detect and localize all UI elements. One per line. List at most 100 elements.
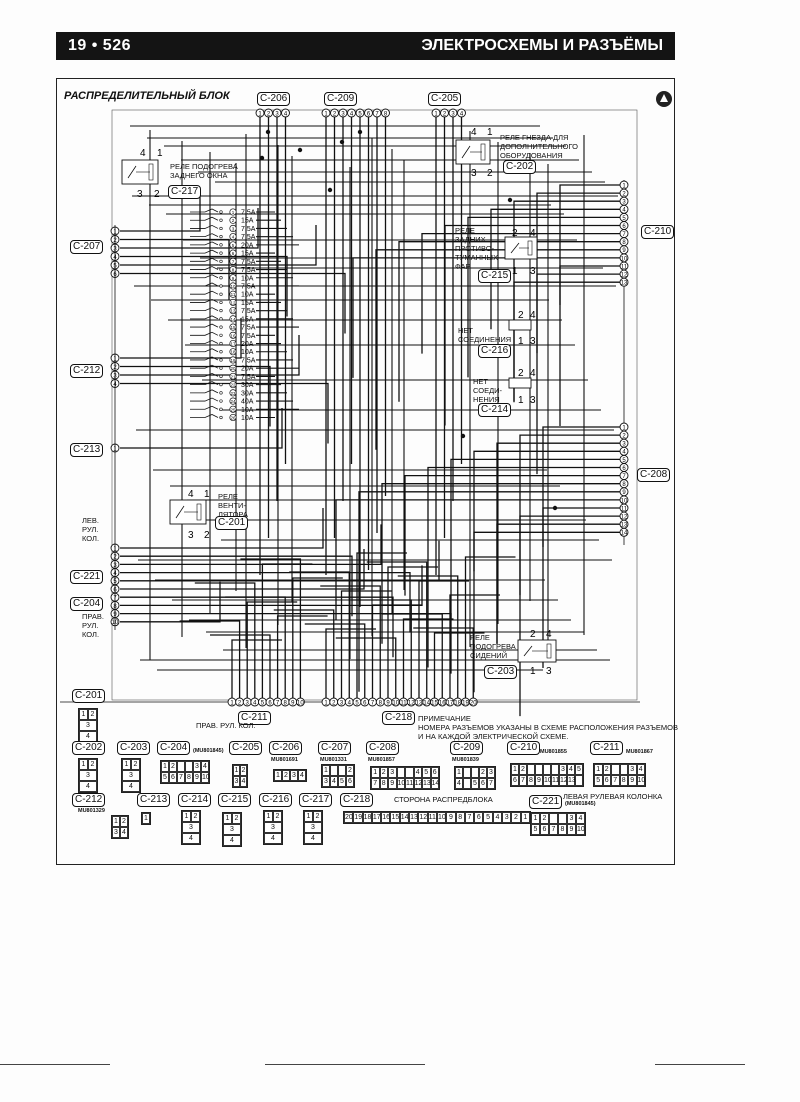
pin-number: 6 [268,700,272,706]
pin-cell: 1 [233,765,240,776]
pin-number: 14 [423,700,430,706]
pin-cell: 2 [240,765,247,776]
pin-number: 3 [275,111,279,117]
fuse-number: 17 [230,342,236,347]
fuse-link [190,389,219,394]
wire [375,249,622,450]
relay-label-c-201: РЕЛЕ [218,492,238,501]
connector-label-c-207: C-207 [70,240,104,254]
label-right-column: КОЛ. [82,630,100,639]
wire [464,556,516,698]
junction-dot [327,187,333,193]
pin-cell: 7 [487,778,495,789]
pin-cell: 3 [388,767,397,778]
fuse-link [190,233,219,238]
pin-cell: 9 [193,772,201,783]
pin-number: 2 [622,434,626,440]
pin-number: 3 [622,200,626,206]
pin-cell: 9 [388,778,397,789]
pin-cell: 2 [282,770,290,781]
label-right-column: ПРАВ. [82,612,104,621]
fuse-rating: 40A [241,399,254,406]
wire [120,508,324,549]
fuse-number: 11 [231,292,236,297]
pin-cell: 7 [371,778,380,789]
relay-pin-number: 4 [530,310,536,321]
relay-pin-number: 3 [546,666,552,677]
fuse-terminal [219,391,223,395]
pin-number: 6 [367,111,371,117]
brand-emblem-icon [656,91,672,107]
pin-cell: 3 [122,770,140,781]
wire [404,474,622,596]
part-number: MU801329 [78,808,105,814]
pin-cell: 14 [399,812,410,823]
junction-dot [297,147,303,153]
pin-number: 9 [291,700,295,706]
pin-number: 2 [333,111,337,117]
fuse-number: 3 [232,226,235,231]
pin-number: 7 [276,700,280,706]
caption-c-204: ПРАВ. РУЛ. КОЛ. [196,721,256,730]
wire [240,558,302,698]
fuse-number-circle [229,249,237,257]
part-number: MU801867 [626,749,653,755]
relay-pin-number: 4 [530,228,536,239]
fuse-terminal [219,366,223,370]
wire [519,515,622,717]
wire [397,575,459,698]
pin-cell: 7 [549,824,558,835]
fuse-number-circle [229,257,237,265]
pin-cell: 2 [313,811,322,822]
pin-cell: 1 [322,765,330,776]
relay-pin-number: 2 [204,530,210,541]
pin-number: 2 [238,700,242,706]
view-label-c-202: C-202 [72,741,106,755]
pin-number: 9 [622,248,626,254]
pin-cell: 13 [567,775,576,786]
relay-coil [480,143,486,161]
pin-cell: 4 [455,778,463,789]
pin-number: 6 [622,224,626,230]
pin-cell [330,765,338,776]
fuse-link [190,381,219,386]
fuse-number-circle [229,339,237,348]
pin-number: 3 [622,442,626,448]
pin-cell: 1 [142,813,150,824]
fuse-number: 4 [232,235,235,240]
wire [382,613,443,698]
pin-terminal [440,108,449,118]
fuse-terminal [219,259,223,263]
pin-number: 7 [375,111,379,117]
wire [473,531,622,693]
connector-label-c-212: C-212 [70,364,104,378]
fuse-number-circle [229,364,237,372]
view-label-c-221: C-221 [529,795,563,809]
pin-cell: 2 [88,759,97,770]
pin-cell: 20 [344,812,354,823]
pin-cell: 2 [379,767,388,778]
pin-cell: 10 [436,812,447,823]
fuse-number: 18 [230,350,236,355]
fuse-number: 15 [230,325,236,330]
pin-number: 1 [434,111,438,117]
pin-cell: 10 [543,775,552,786]
fuse-terminal [219,267,223,272]
pin-cell: 2 [88,709,97,720]
pin-number: 5 [355,700,359,706]
pin-number: 10 [392,700,399,706]
pin-cell: 5 [575,764,583,775]
pin-terminal [281,108,290,118]
connector-label-c-217: C-217 [168,185,202,199]
pin-terminal [355,108,365,118]
pin-cell: 9 [567,824,576,835]
fuse-number: 7 [232,259,235,264]
label-right-column: РУЛ. [82,621,99,630]
relay-label-c-201: ВЕНТИ- [218,501,246,510]
relay-pin-number: 1 [530,666,536,677]
part-number: MU801855 [540,749,567,755]
